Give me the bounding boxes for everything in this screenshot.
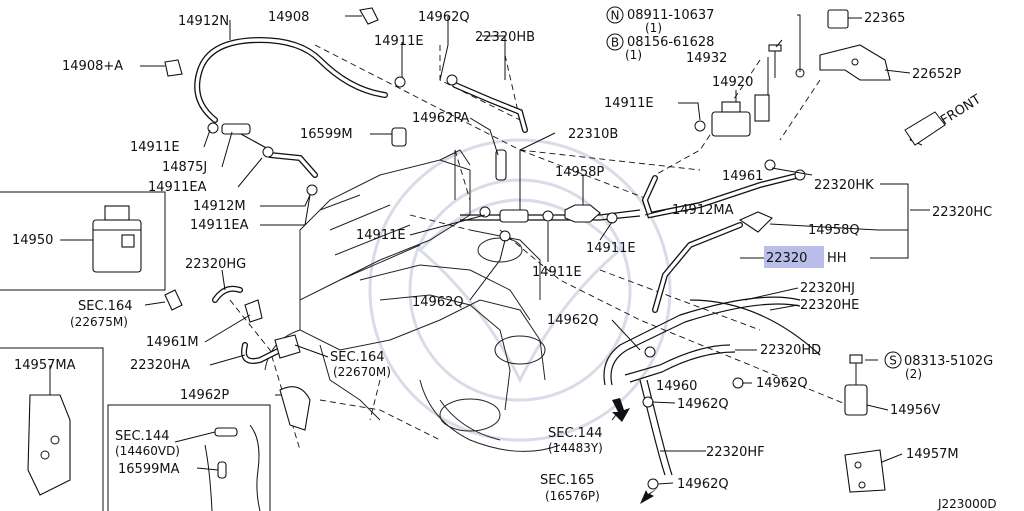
label-14911EA-2: 14911EA [190, 218, 249, 233]
label-14962P: 14962P [180, 388, 229, 403]
part-labels: 14912N 14908 14962Q 14911E 22320HB 14908… [12, 8, 997, 511]
leader-lines [49, 14, 930, 485]
hoses [194, 36, 821, 476]
label-14962Q-r1: 14962Q [756, 376, 808, 391]
label-14908: 14908 [268, 10, 309, 25]
label-14958P: 14958P [555, 165, 604, 180]
circle-n-icon [606, 6, 624, 24]
label-14962Q-top: 14962Q [418, 10, 470, 25]
circle-b-icon [606, 33, 624, 51]
label-14912N: 14912N [178, 14, 229, 29]
label-22320HB: 22320HB [475, 30, 535, 45]
label-16599M: 16599M [300, 127, 353, 142]
label-sec144-b: SEC.144 [548, 426, 603, 441]
label-14956V: 14956V [890, 403, 940, 418]
label-bolt-n-qty: (1) [645, 21, 662, 35]
label-bolt-b-qty: (1) [625, 48, 642, 62]
label-14950: 14950 [12, 233, 53, 248]
label-14932: 14932 [686, 51, 727, 66]
label-14920: 14920 [712, 75, 753, 90]
label-14912M: 14912M [193, 199, 246, 214]
label-sec164-b: SEC.164 [330, 350, 385, 365]
label-14960: 14960 [656, 379, 697, 394]
label-22320HD: 22320HD [760, 343, 821, 358]
label-22320HA: 22320HA [130, 358, 190, 373]
label-bolt-n: 08911-10637 [627, 8, 714, 23]
label-22310B: 22310B [568, 127, 618, 142]
label-14911E-mid2: 14911E [586, 241, 636, 256]
highlight-box [764, 246, 824, 268]
label-14961: 14961 [722, 169, 763, 184]
label-14957MA: 14957MA [14, 358, 76, 373]
label-bolt-s-qty: (2) [905, 367, 922, 381]
label-front: FRONT [938, 92, 984, 128]
label-22320HH-highlight: 22320 [766, 251, 807, 266]
label-14962PA: 14962PA [412, 111, 469, 126]
label-22320HE: 22320HE [800, 298, 859, 313]
label-22652P: 22652P [912, 67, 961, 82]
intake-manifold-drawing [264, 149, 561, 452]
direction-arrows [612, 111, 946, 504]
inset-boxes [0, 191, 271, 511]
label-bolt-b: 08156-61628 [627, 35, 714, 50]
label-14911EA-1: 14911EA [148, 180, 207, 195]
label-14911E-top: 14911E [374, 34, 424, 49]
label-16599MA: 16599MA [118, 462, 180, 477]
label-22320HF: 22320HF [706, 445, 765, 460]
label-sec164-b-sub: (22670M) [333, 365, 391, 379]
label-22320HK: 22320HK [814, 178, 874, 193]
label-sec164-a-sub: (22675M) [70, 315, 128, 329]
label-sec144-a: SEC.144 [115, 429, 170, 444]
label-sec165: SEC.165 [540, 473, 595, 488]
label-14912MA: 14912MA [672, 203, 734, 218]
label-14958Q: 14958Q [808, 223, 860, 238]
label-22320HJ: 22320HJ [800, 281, 855, 296]
label-14962Q-r2: 14962Q [677, 397, 729, 412]
components [27, 7, 891, 511]
label-14911E-mid3: 14911E [532, 265, 582, 280]
label-14957M: 14957M [906, 447, 959, 462]
label-14962Q-mid2: 14962Q [547, 313, 599, 328]
circle-n-letter: N [611, 9, 620, 23]
label-sec144-a-sub: (14460VD) [115, 444, 180, 458]
label-14911E-mid: 14911E [356, 228, 406, 243]
label-14961M: 14961M [146, 335, 199, 350]
label-22320HH-tail: HH [827, 251, 847, 266]
label-bolt-s: 08313-5102G [904, 354, 993, 369]
label-22365: 22365 [864, 11, 905, 26]
circle-s-icon [884, 351, 902, 369]
label-14908A: 14908+A [62, 59, 123, 74]
label-22320HC: 22320HC [932, 205, 992, 220]
label-14875J: 14875J [162, 160, 207, 175]
label-sec164-a: SEC.164 [78, 299, 133, 314]
circle-b-letter: B [611, 36, 619, 50]
label-14911E-left: 14911E [130, 140, 180, 155]
label-sec144-b-sub: (14483Y) [548, 441, 603, 455]
label-14911E-right: 14911E [604, 96, 654, 111]
label-diagram-id: J223000D [937, 497, 997, 511]
label-14962Q-mid: 14962Q [412, 295, 464, 310]
label-22320HG: 22320HG [185, 257, 246, 272]
circled-prefixes: N B S [606, 6, 902, 369]
label-sec165-sub: (16576P) [545, 489, 600, 503]
label-14962Q-r3: 14962Q [677, 477, 729, 492]
circle-s-letter: S [889, 354, 897, 368]
